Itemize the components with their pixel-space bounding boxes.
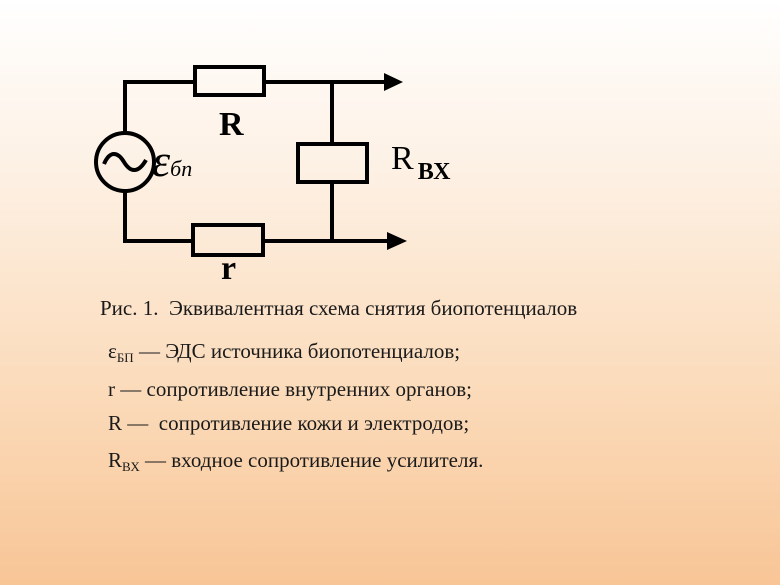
emf-subscript: бп [170, 156, 193, 181]
legend-text: — ЭДС источника биопотенциалов; [133, 339, 461, 363]
emf-symbol: ε [152, 135, 171, 186]
figure-caption: Рис. 1. Эквивалентная схема снятия биопо… [100, 296, 578, 320]
arrow-top-icon [384, 73, 403, 91]
legend-symbol: R [108, 448, 123, 472]
legend-symbol: ε [108, 339, 117, 363]
legend-subscript: ВХ [122, 459, 140, 474]
circuit-diagram [94, 65, 407, 257]
top-wire-left [123, 80, 195, 132]
label-r: r [221, 250, 237, 287]
legend-symbol: R [108, 411, 123, 435]
legend-item-R: R — сопротивление кожи и электродов; [108, 411, 469, 436]
resistor-r [191, 223, 265, 257]
ac-source-icon [94, 131, 156, 193]
sine-wave-icon [102, 152, 148, 172]
bottom-wire-left [123, 192, 193, 243]
resistor-R [193, 65, 266, 97]
legend-text: — входное сопротивление усилителя. [139, 448, 484, 472]
rin-main: R [391, 140, 414, 177]
arrow-bottom-icon [387, 232, 407, 250]
legend-item-Rin: RВХ — входное сопротивление усилителя. [108, 448, 483, 475]
legend-symbol: r [108, 377, 115, 401]
rin-subscript: ВХ [417, 159, 451, 185]
label-emf: εбп [152, 134, 192, 187]
resistor-Rin [296, 142, 369, 184]
legend-text: — сопротивление кожи и электродов; [122, 411, 470, 435]
legend-subscript: БП [116, 350, 134, 365]
legend-text: — сопротивление внутренних органов; [115, 377, 472, 401]
legend-item-r: r — сопротивление внутренних органов; [108, 377, 472, 402]
label-R: R [219, 106, 244, 143]
legend-item-emf: εБП — ЭДС источника биопотенциалов; [108, 339, 460, 366]
